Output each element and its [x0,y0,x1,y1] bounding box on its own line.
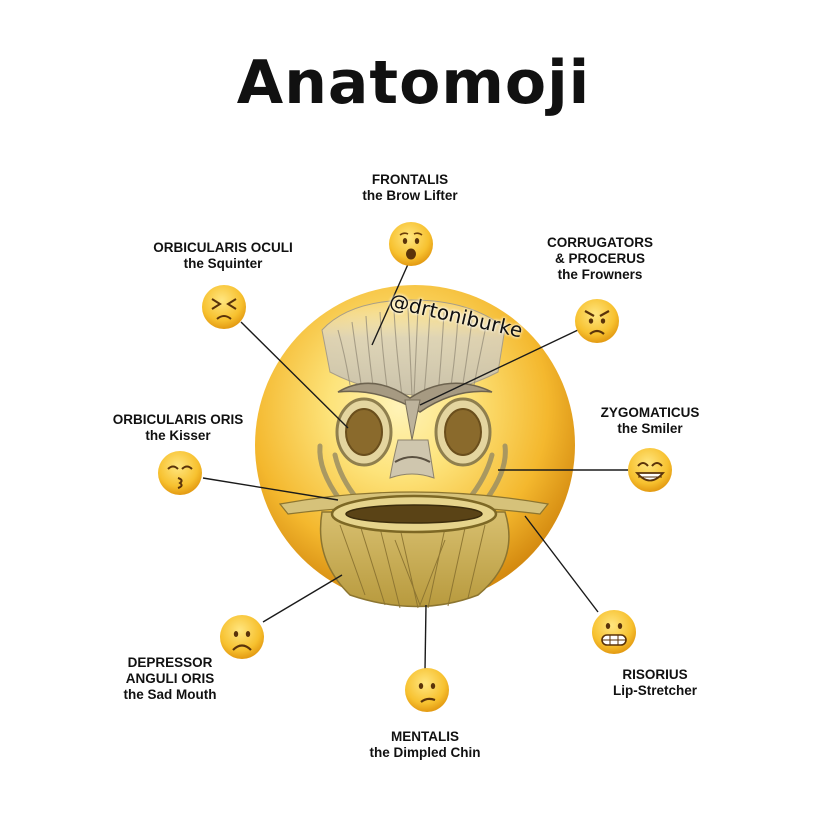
corrugator-muscle [337,382,493,441]
line-mentalis [424,604,427,671]
confused-face-icon [405,668,449,712]
page-title: Anatomoji [236,48,591,118]
label-orbicularis-oris: ORBICULARIS ORIS the Kisser [78,412,278,444]
angry-face-icon [575,299,619,343]
label-frontalis-desc: the Brow Lifter [362,188,458,203]
squinting-face-icon [202,285,246,329]
line-orbicularis-oris [202,477,339,501]
label-mentalis-name: MENTALIS [391,729,459,744]
label-orbicularis-oculi-name: ORBICULARIS OCULI [153,240,293,255]
leader-lines [202,261,628,671]
label-risorius: RISORIUS Lip-Stretcher [580,667,730,699]
surprised-face-icon [389,222,433,266]
label-mentalis-desc: the Dimpled Chin [369,745,481,760]
orbicularis-oculi-right [434,397,492,467]
line-depressor [262,574,343,623]
label-zygomaticus-name: ZYGOMATICUS [600,405,700,420]
label-depressor-name: DEPRESSOR [127,655,213,670]
mouth-muscles [278,491,550,609]
kissing-face-icon [158,451,202,495]
label-zygomaticus: ZYGOMATICUS the Smiler [570,405,730,437]
label-depressor-name2: ANGULI ORIS [125,671,215,686]
label-risorius-desc: Lip-Stretcher [612,683,697,698]
label-frontalis-name: FRONTALIS [371,172,449,187]
nasal-muscle [389,439,435,479]
label-orbicularis-oculi-desc: the Squinter [183,256,263,271]
line-orbicularis-oculi [240,321,349,429]
label-corrugators-desc: the Frowners [557,267,643,282]
label-zygomaticus-desc: the Smiler [617,421,683,436]
label-orbicularis-oris-desc: the Kisser [145,428,211,443]
label-depressor-desc: the Sad Mouth [123,687,217,702]
label-orbicularis-oris-name: ORBICULARIS ORIS [112,412,244,427]
line-frontalis [371,261,410,346]
grimacing-face-icon [592,610,636,654]
label-corrugators: CORRUGATORS & PROCERUS the Frowners [520,235,680,283]
sad-face-icon [220,615,264,659]
line-corrugators [419,329,579,406]
label-mentalis: MENTALIS the Dimpled Chin [335,729,515,761]
label-frontalis: FRONTALIS the Brow Lifter [330,172,490,204]
label-corrugators-name: CORRUGATORS [546,235,653,250]
label-risorius-name: RISORIUS [622,667,688,682]
grinning-face-icon [628,448,672,492]
label-corrugators-name2: & PROCERUS [554,251,645,266]
orbicularis-oculi-left [335,397,393,467]
line-risorius [524,515,599,613]
label-orbicularis-oculi: ORBICULARIS OCULI the Squinter [118,240,328,272]
label-depressor: DEPRESSOR ANGULI ORIS the Sad Mouth [90,655,250,703]
